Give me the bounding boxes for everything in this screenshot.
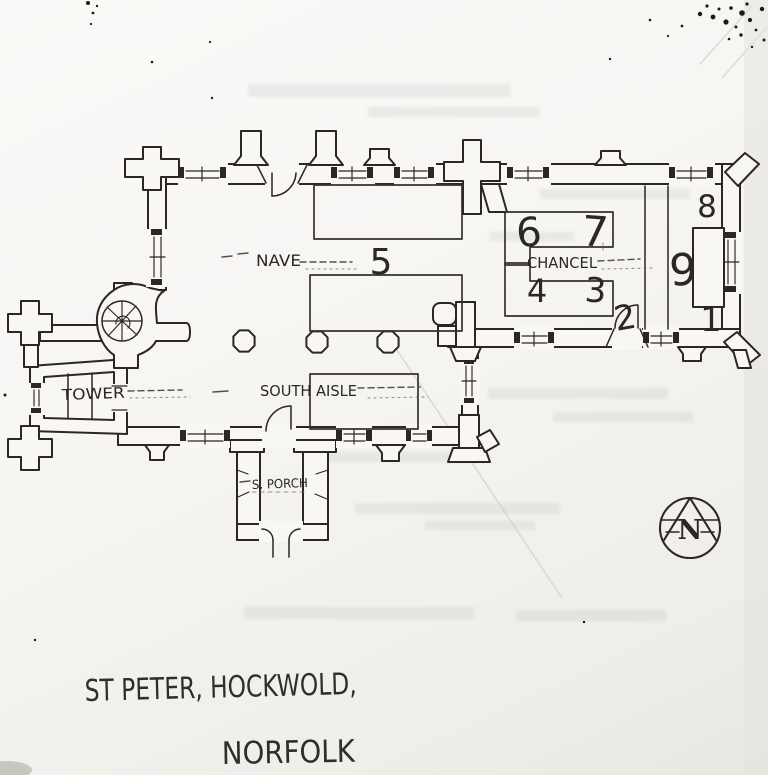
south-porch-structure	[229, 439, 337, 558]
tower-nw-link	[23, 344, 39, 368]
tower-structure	[29, 358, 128, 435]
nave-pews-north	[313, 184, 463, 240]
choir-stalls-south	[504, 262, 614, 317]
south-crossing-pier-arm	[437, 325, 457, 347]
marker-3: 3	[584, 270, 608, 311]
tower-sw-cross-buttress	[7, 425, 53, 471]
window	[394, 161, 436, 187]
compass-north-letter: N	[678, 515, 703, 546]
aisle-se-diagonal-buttress	[476, 429, 500, 453]
marker-5: 5	[370, 242, 393, 283]
porch-door-jambs	[261, 528, 301, 541]
aisle-se-pier	[458, 414, 480, 451]
window	[514, 326, 554, 350]
numbered-markers: 1 2 3 4 5 6 7 8 9	[370, 189, 722, 340]
se-south-buttress	[732, 349, 752, 369]
caption-line-1: ST PETER, HOCKWOLD,	[84, 667, 357, 709]
bleed-through-text	[244, 84, 693, 621]
chancel-arch-stub	[480, 183, 508, 213]
window	[406, 424, 432, 448]
aisle-porch-door	[262, 405, 296, 448]
north-buttress	[363, 148, 396, 166]
nave-nw-cross-buttress	[124, 146, 180, 191]
spiral-stair-icon	[101, 300, 143, 342]
ne-diagonal-buttress	[724, 152, 760, 187]
tower-arch-opening	[110, 384, 129, 412]
aisle-se-buttress	[447, 447, 491, 463]
window	[178, 161, 228, 187]
room-label-south-aisle: SOUTH AISLE	[260, 382, 357, 400]
south-crossing-buttress	[449, 346, 482, 362]
buttresses	[7, 130, 761, 471]
window	[27, 383, 46, 415]
caption-line-2: NORFOLK	[222, 734, 356, 772]
window	[460, 359, 480, 405]
aisle-south-buttress	[144, 444, 170, 461]
marker-6: 6	[514, 209, 543, 257]
furniture	[309, 184, 725, 430]
marker-8: 8	[697, 189, 717, 225]
marker-9: 9	[668, 244, 699, 296]
window	[669, 161, 715, 187]
arcade-piers	[232, 329, 400, 354]
chancel-south-wall	[447, 328, 741, 348]
octagonal-pier	[305, 330, 329, 354]
north-buttress	[594, 150, 627, 166]
altar-platform	[692, 227, 725, 308]
octagonal-pier	[232, 329, 256, 353]
window	[180, 424, 230, 448]
room-label-tower: TOWER	[60, 384, 125, 404]
stair-turret	[95, 282, 191, 369]
north-buttress	[308, 130, 344, 166]
south-crossing-pier	[455, 301, 476, 351]
windows-and-doors	[27, 161, 742, 448]
room-label-chancel: CHANCEL	[527, 254, 598, 272]
window	[643, 326, 679, 350]
aisle-pews	[309, 373, 419, 430]
porch-door-opening	[259, 521, 303, 542]
porch-door-threshold	[272, 539, 290, 558]
leader-dashes	[127, 242, 656, 493]
aisle-south-buttress	[375, 444, 406, 462]
window	[720, 232, 742, 294]
north-buttress	[233, 130, 269, 166]
room-labels: NAVE CHANCEL TOWER SOUTH AISLE S. PORCH	[60, 251, 597, 492]
tower-nw-cross-buttress	[7, 300, 53, 346]
porch-west-jamb	[229, 439, 265, 453]
caption: ST PETER, HOCKWOLD, NORFOLK	[84, 667, 357, 772]
marker-7: 7	[580, 206, 610, 257]
porch-wall-setbacks	[236, 469, 329, 500]
north-crossing-pier	[443, 139, 501, 215]
marker-1: 1	[700, 300, 722, 340]
nave-pews-south	[309, 274, 463, 332]
north-door	[256, 161, 308, 197]
church-plan: NAVE CHANCEL TOWER SOUTH AISLE S. PORCH …	[7, 130, 761, 558]
room-label-south-porch: S. PORCH	[252, 475, 308, 492]
porch-east-jamb	[293, 439, 337, 453]
room-label-nave: NAVE	[256, 251, 301, 270]
octagonal-pier	[376, 330, 400, 354]
arcade-east-respond	[432, 302, 457, 326]
chancel-south-buttress	[677, 346, 707, 362]
window	[336, 424, 372, 448]
priest-door	[605, 304, 649, 350]
window	[146, 229, 168, 287]
scan-specks	[3, 1, 766, 642]
compass-icon: N	[658, 496, 722, 560]
window	[507, 161, 551, 187]
marker-4: 4	[527, 272, 547, 310]
turret-outer	[95, 283, 191, 369]
chancel-step-lines	[644, 185, 669, 330]
